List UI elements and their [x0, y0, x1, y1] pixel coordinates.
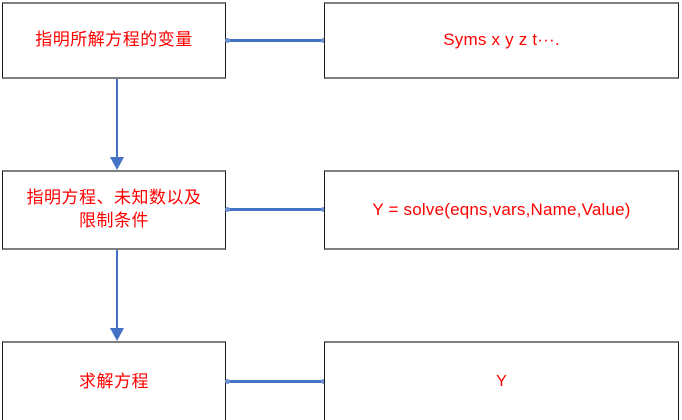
- arrow-down-icon-2: [110, 250, 124, 341]
- connector-horizontal-3: [225, 379, 326, 384]
- code-box-step-3-label: Y: [496, 373, 507, 391]
- code-box-step-1[interactable]: Syms x y z t···.: [324, 2, 679, 79]
- process-box-step-2-label: 指明方程、未知数以及 限制条件: [26, 188, 202, 230]
- process-box-step-1-label: 指明所解方程的变量: [35, 30, 193, 50]
- code-box-step-3[interactable]: Y: [324, 341, 679, 420]
- process-box-step-2[interactable]: 指明方程、未知数以及 限制条件: [2, 170, 226, 250]
- process-box-step-1[interactable]: 指明所解方程的变量: [2, 2, 226, 79]
- arrow-shaft: [116, 79, 118, 158]
- arrow-head: [110, 157, 124, 170]
- code-box-step-1-label: Syms x y z t···.: [443, 30, 560, 50]
- arrow-shaft: [116, 250, 118, 329]
- process-box-step-3-label: 求解方程: [79, 371, 149, 391]
- process-box-step-3[interactable]: 求解方程: [2, 341, 226, 420]
- arrow-head: [110, 328, 124, 341]
- connector-horizontal-1: [225, 38, 326, 43]
- connector-horizontal-2: [225, 207, 326, 212]
- code-box-step-2-label: Y = solve(eqns,vars,Name,Value): [372, 199, 631, 219]
- arrow-down-icon-1: [110, 79, 124, 170]
- code-box-step-2[interactable]: Y = solve(eqns,vars,Name,Value): [324, 170, 679, 250]
